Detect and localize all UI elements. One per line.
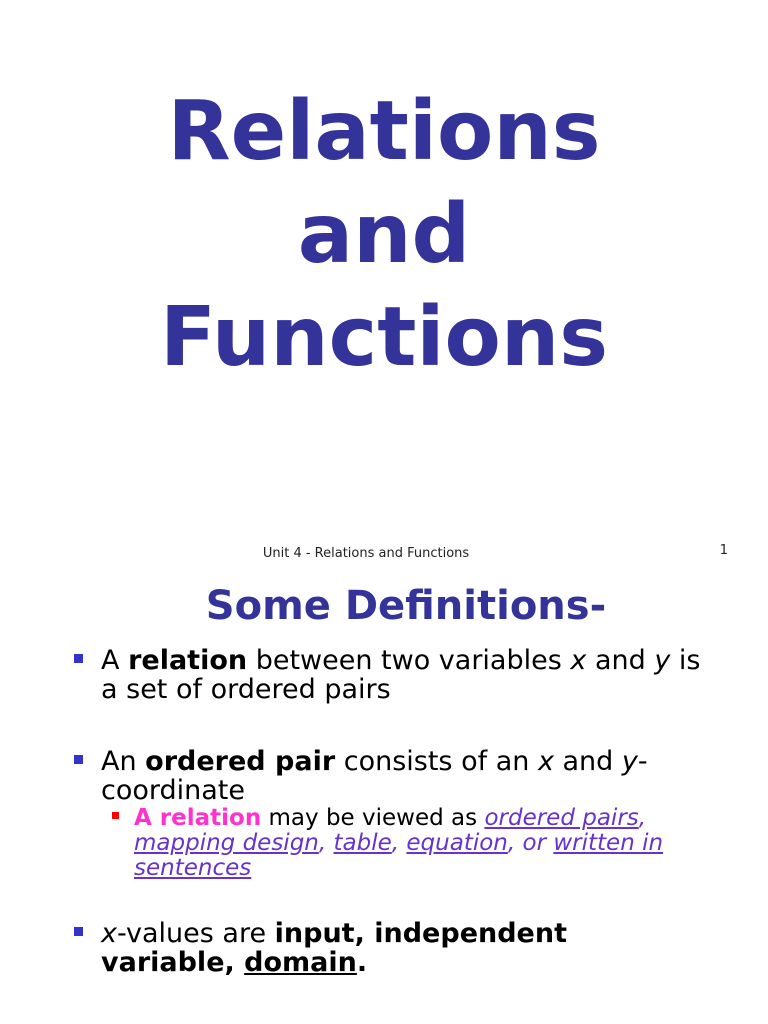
definitions-heading: Some Definitions- xyxy=(205,583,607,629)
slide-title: Relations and Functions xyxy=(0,80,768,389)
term-relation: relation xyxy=(128,645,248,676)
bullet-square-icon xyxy=(74,927,83,936)
bullet-ordered-pair: An ordered pair consists of an x and y-c… xyxy=(0,747,768,805)
link-equation[interactable]: equation xyxy=(406,830,508,856)
highlight-a-relation: A relation xyxy=(134,805,262,831)
term-input: input, independent variable, xyxy=(101,918,567,978)
bullet-square-icon xyxy=(74,654,83,663)
link-mapping-design[interactable]: mapping design xyxy=(134,830,319,856)
term-ordered-pair: ordered pair xyxy=(145,746,336,777)
title-line-2: and xyxy=(297,187,471,282)
bullet-relation: A relation between two variables x and y… xyxy=(0,646,768,704)
sub-bullet-square-icon xyxy=(112,812,119,819)
bullet-x-values: x-values are input, independent variable… xyxy=(0,919,768,977)
slide-footer: Unit 4 - Relations and Functions xyxy=(262,546,470,561)
link-written-in-sentences[interactable]: written in sentences xyxy=(134,830,664,881)
sub-bullet-relation-views: A relation may be viewed as ordered pair… xyxy=(0,806,768,881)
definitions-list: A relation between two variables x and y… xyxy=(0,646,768,977)
page-number: 1 xyxy=(719,543,728,558)
bullet-square-icon xyxy=(74,755,83,764)
title-line-3: Functions xyxy=(159,290,609,385)
link-ordered-pairs[interactable]: ordered pairs xyxy=(484,805,639,831)
title-line-1: Relations xyxy=(167,84,601,179)
term-domain: domain xyxy=(244,947,357,978)
link-table[interactable]: table xyxy=(333,830,392,856)
